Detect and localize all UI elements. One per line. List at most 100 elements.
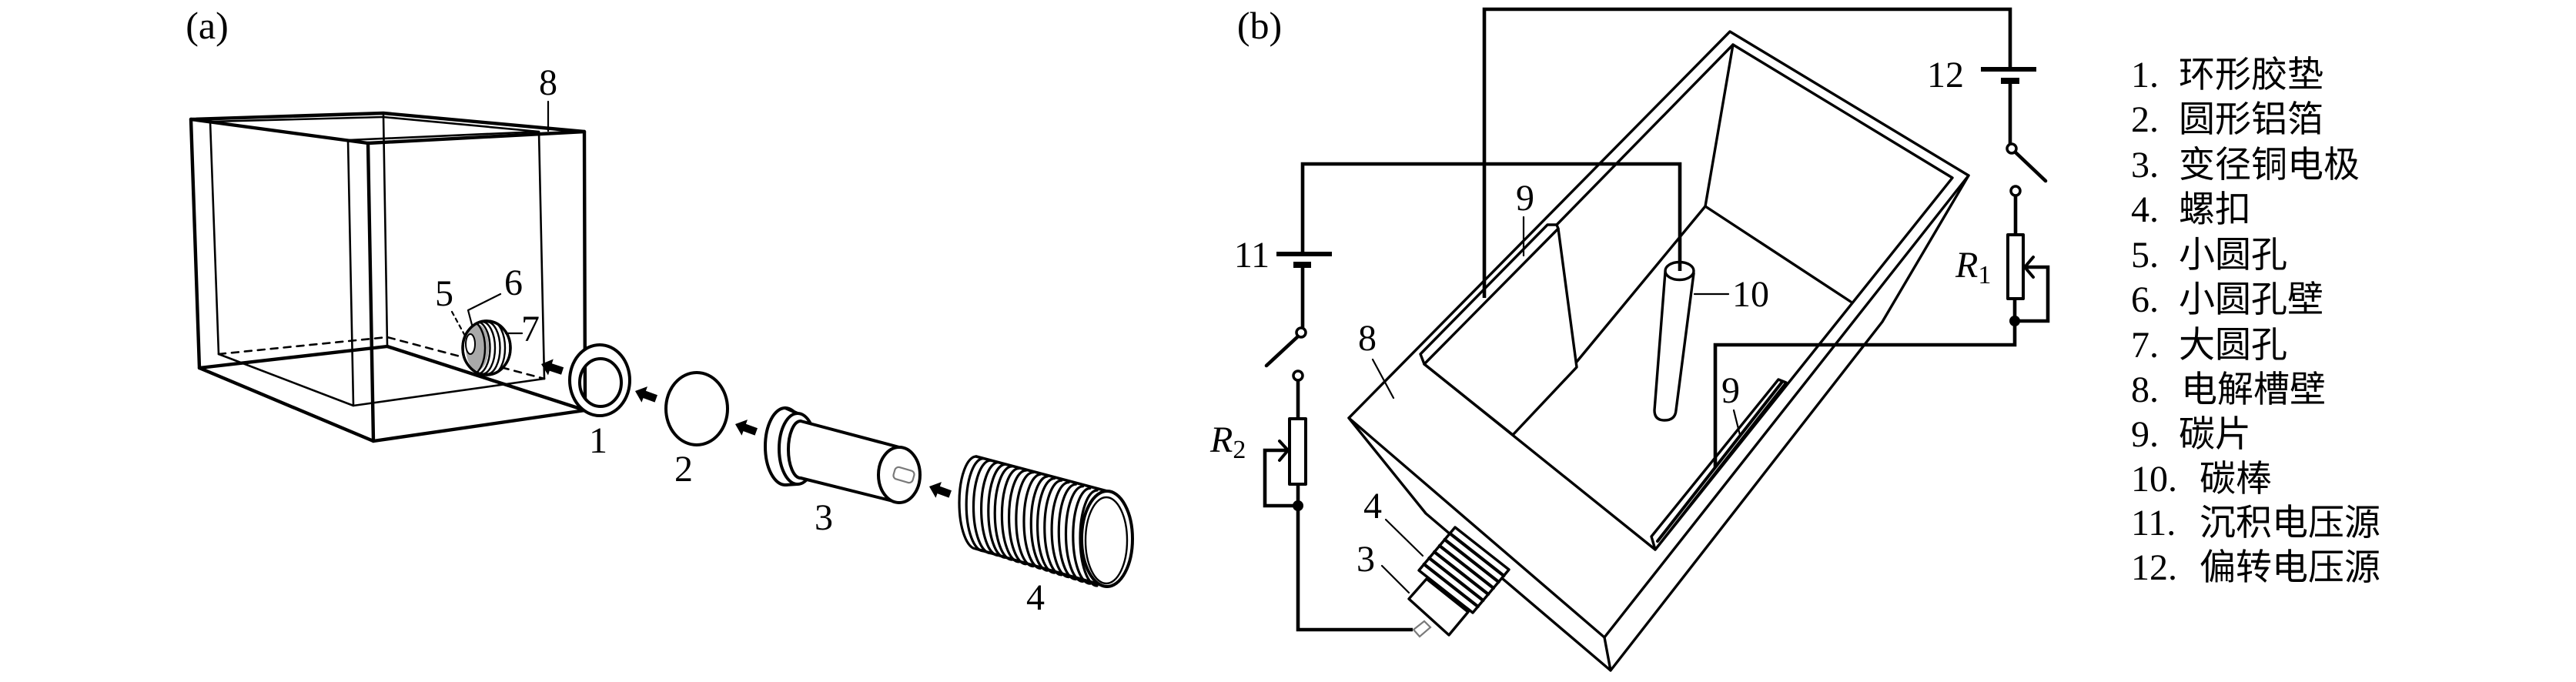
sleeve-opening-inner (1084, 496, 1129, 585)
plate-right-thickness (1656, 380, 1784, 543)
rheostat-r2 (1278, 417, 1307, 511)
hole-thread-ring (476, 322, 491, 374)
legend-item: 2.圆形铝箔 (2131, 99, 2323, 141)
resistor-r1-label: R1 (1955, 245, 1991, 289)
legend-label: 大圆孔 (2179, 324, 2287, 366)
legend-number: 10. (2131, 459, 2177, 500)
legend-item: 8.电解槽壁 (2131, 369, 2326, 411)
thread-ring (1057, 483, 1077, 581)
panel-b: (b) (1209, 4, 2050, 672)
panel-a-label: (a) (186, 4, 229, 47)
rheostat-r1 (2006, 233, 2035, 326)
junction-dot (2009, 316, 2020, 326)
legend-number: 11. (2131, 503, 2176, 543)
resistor-subscript: 2 (1233, 436, 1246, 464)
legend-item: 11.沉积电压源 (2131, 502, 2380, 544)
leader-nut-b (1384, 518, 1424, 557)
legend-number: 9. (2131, 414, 2159, 455)
legend-number: 8. (2131, 369, 2159, 410)
arrow-icon (929, 482, 952, 498)
trough-back-edge (1704, 43, 1735, 208)
threaded-sleeve (958, 455, 1134, 588)
arrow-icon (735, 420, 758, 436)
large-hole (461, 319, 512, 376)
legend-item: 10.碳棒 (2131, 458, 2272, 500)
legend-item: 12.偏转电压源 (2131, 547, 2380, 589)
junction-dot (1293, 500, 1303, 511)
callout-carbon-plate-right: 9 (1721, 370, 1740, 411)
thread-ring (1043, 479, 1063, 577)
leader-cell-wall-b (1371, 358, 1395, 400)
panel-a: (a) 5 6 7 8 (186, 4, 1134, 618)
wire-r1-wiper (2015, 265, 2050, 323)
sleeve-opening (1080, 490, 1134, 588)
wire-r2-wiper (1263, 448, 1298, 508)
wiper-arrowhead (2023, 256, 2035, 279)
callout-cell-wall-b: 8 (1358, 318, 1377, 359)
leader-electrode-b (1380, 564, 1410, 594)
thread-ring (965, 457, 985, 553)
thread-ring (1000, 466, 1020, 563)
thread-ring (1022, 473, 1042, 570)
thread-ring (987, 463, 1006, 559)
switch-pivot (2006, 142, 2018, 155)
legend-label: 小圆孔 (2179, 234, 2287, 276)
plate-left-top-edge (1423, 227, 1560, 366)
resistor-subscript: 1 (1978, 261, 1991, 289)
electrolytic-cell-box (189, 111, 587, 443)
small-hole (465, 333, 476, 355)
thread-ring (1029, 475, 1049, 572)
hole-thread-ring (480, 322, 497, 374)
box-inner-vertical-edges (209, 114, 546, 407)
thread-ring (1007, 469, 1028, 566)
legend-number: 6. (2131, 279, 2159, 320)
sleeve-threads (958, 455, 1099, 587)
electrode-body-start (787, 420, 802, 480)
copper-electrode-b (1407, 577, 1470, 638)
hole-thread-ring (486, 322, 501, 374)
legend-item: 9.碳片 (2131, 413, 2251, 456)
legend-label: 偏转电压源 (2200, 547, 2380, 589)
thread-ring (1064, 485, 1085, 583)
legend-number: 1. (2131, 55, 2159, 95)
callout-small-hole: 5 (435, 273, 453, 314)
resistor-symbol: R (1955, 245, 1978, 286)
resistor-body (2006, 233, 2025, 300)
legend-label: 螺扣 (2179, 189, 2251, 231)
box-inner-bottom-edges (217, 353, 546, 407)
callout-large-hole: 7 (521, 309, 540, 349)
legend-item: 7. 大圆孔 (2131, 324, 2287, 366)
wire-deflection-left-plate (1482, 7, 2012, 298)
box-outer-bottom-edges (197, 344, 587, 443)
thread-ring (1015, 471, 1035, 568)
callout-deflection-source: 12 (1927, 55, 1964, 95)
thread-ring (993, 465, 1013, 561)
trough-floor-edges (1575, 205, 1852, 363)
legend-item: 1. 环形胶垫 (2131, 54, 2323, 96)
thread-ring (980, 461, 999, 557)
battery-deflection-source (1981, 67, 2036, 84)
legend-label: 变径铜电极 (2179, 144, 2360, 186)
leader-carbon-plate-right (1732, 409, 1741, 436)
switch-lever (2013, 150, 2048, 183)
wiper-arrowhead (1278, 440, 1290, 462)
legend-number: 3. (2131, 145, 2159, 186)
arrow-icon (541, 359, 564, 376)
legend-number: 5. (2131, 235, 2159, 276)
callout-cell-wall: 8 (539, 62, 557, 103)
arrow-icon (635, 386, 657, 403)
carbon-rod (1653, 260, 1695, 422)
ring-gasket (568, 343, 631, 417)
resistor-r2-label: R2 (1209, 420, 1246, 464)
legend-label: 环形胶垫 (2179, 54, 2323, 96)
carbon-plate-right (1650, 378, 1788, 551)
thread-ring (1072, 486, 1092, 585)
legend-number: 7. (2131, 325, 2159, 366)
electrode-body (1407, 577, 1470, 637)
legend-number: 2. (2131, 99, 2159, 140)
callout-copper-electrode: 3 (815, 497, 833, 538)
trough-bottom-edges (1347, 174, 1970, 672)
leader-small-hole (450, 310, 467, 339)
legend: 1.环形胶垫 2.圆形铝箔 3.变径铜电极 4.螺扣 5.小圆孔 6.小圆孔壁 … (2131, 54, 2380, 589)
